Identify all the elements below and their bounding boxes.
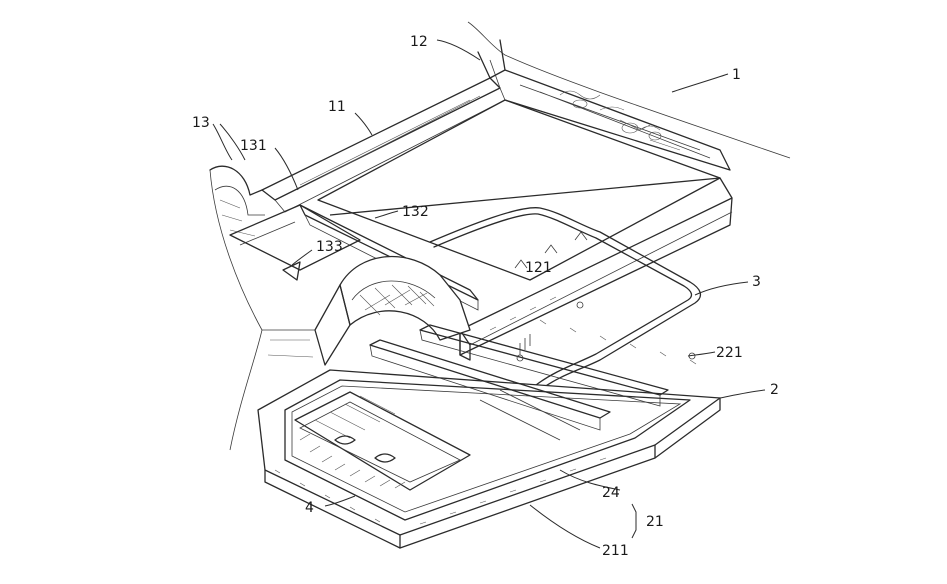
label-13: 13	[192, 115, 210, 131]
label-11: 11	[328, 99, 346, 115]
label-21: 21	[646, 514, 664, 530]
label-131: 131	[240, 138, 267, 154]
reference-numerals: 12 1 11 13 131 132 133 121 3 221 2 24 21…	[192, 34, 779, 559]
vehicle-body-frame	[209, 21, 791, 451]
label-3: 3	[752, 274, 761, 290]
label-132: 132	[402, 204, 429, 220]
label-211: 211	[602, 543, 629, 559]
label-133: 133	[316, 239, 343, 255]
label-121: 121	[525, 260, 552, 276]
label-221: 221	[716, 345, 743, 361]
label-4: 4	[305, 500, 314, 516]
label-2: 2	[770, 382, 779, 398]
label-12: 12	[410, 34, 428, 50]
label-1: 1	[732, 67, 741, 83]
leader-lines	[212, 39, 766, 549]
label-24: 24	[602, 485, 620, 501]
battery-tray	[257, 301, 721, 549]
